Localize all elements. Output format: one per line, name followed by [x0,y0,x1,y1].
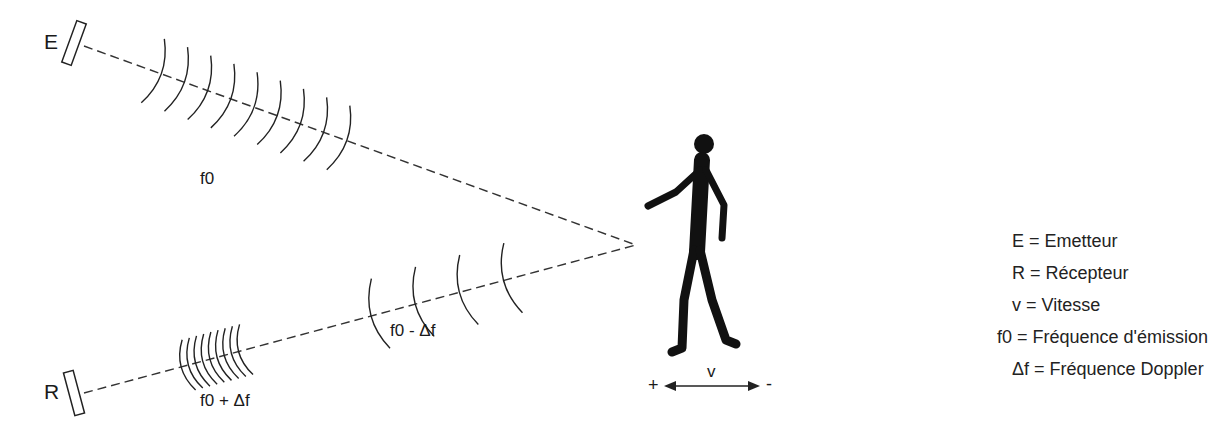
compressed-wave [187,338,203,388]
emitter-letter: E [44,30,58,53]
person-arm [706,170,724,238]
compressed-wave [237,324,253,374]
frequency-label: f0 + Δf [200,392,250,411]
emitter-box [62,21,86,66]
emitted-wave [188,56,212,120]
velocity-arrow [668,385,756,387]
emitted-wave [280,89,304,153]
compressed-wave [223,328,239,378]
reflected-wave [369,279,390,349]
sign-label: - [766,375,772,395]
velocity-label: v [707,363,716,382]
frequency-label: f0 - Δf [390,322,435,341]
compressed-wave [180,340,196,390]
emitted-wave [257,81,281,145]
sign-label: + [648,376,659,396]
compressed-wave [201,334,217,384]
compressed-wave [194,336,210,386]
compressed-wave [216,330,232,380]
person-arm [648,170,700,206]
compressed-wave [208,332,224,382]
emitted-wave [304,97,328,161]
emitted-beam [84,46,636,245]
reflected-wave [457,255,478,325]
emitted-wave [211,64,235,128]
receiver-letter: R [44,380,59,403]
emitted-wave [141,39,165,103]
legend-entry: Δf = Fréquence Doppler [1012,360,1204,380]
reflected-beam [84,245,636,393]
emitted-wave [164,47,188,111]
legend-entry: R = Récepteur [1012,264,1129,284]
legend-entry: v = Vitesse [1012,296,1100,316]
legend-entry: E = Emetteur [1012,232,1118,252]
emitted-wave [327,106,351,170]
arrow-head [664,381,676,391]
person-leg [672,250,694,352]
legend-entry: f0 = Fréquence d'émission [997,328,1208,348]
arrow-head [748,381,760,391]
person-head [694,134,714,154]
reflected-wave [501,243,522,313]
compressed-wave [230,326,246,376]
receiver-box [63,370,84,415]
frequency-label: f0 [200,170,214,189]
person-leg [700,250,736,344]
emitted-wave [234,72,258,136]
